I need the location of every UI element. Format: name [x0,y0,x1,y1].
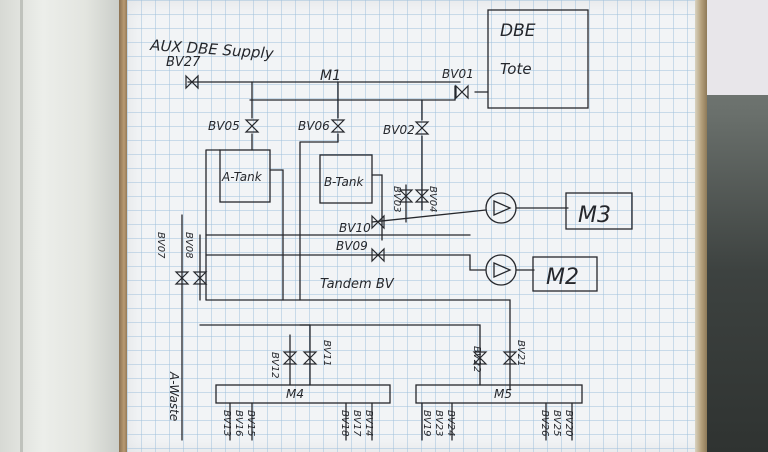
m4-label: M4 [286,387,304,401]
valve-bv09-symbol [371,247,385,263]
m4-valve-label: BV15 [245,410,256,436]
m5-valve-label: BV20 [563,410,574,436]
m4-valve-label: BV14 [363,410,374,436]
valve-bv27-symbol [185,74,199,90]
m5-valve-label: BV19 [421,410,432,436]
valve-bv01-symbol [455,84,469,100]
bv09-line [205,254,486,271]
pump-m2-arrow [493,262,512,278]
m3-label: M3 [578,203,611,228]
bv11-label: BV11 [321,340,332,366]
a-tank-box [219,149,271,203]
valve-bv03-symbol [398,189,414,203]
bv08-label: BV08 [183,232,194,258]
b-tank-box [319,154,373,204]
valve-bv21-symbol [502,351,518,365]
bv07-label: BV07 [155,232,166,259]
m4-valve-label: BV18 [339,410,350,436]
bv02-label: BV02 [383,123,415,137]
valve-bv22-symbol [472,351,488,365]
dbe-label: DBE [500,21,536,41]
m2-label: M2 [546,265,579,290]
a-tank-out [269,169,284,301]
background-desk [700,0,768,452]
background-card [704,0,768,95]
valve-bv10-symbol [371,214,385,230]
valve-bv02-symbol [414,121,430,135]
m2-box [532,256,598,292]
m5-valve-label: BV25 [551,410,562,436]
bv09-label: BV09 [336,239,368,253]
valve-bv07-symbol [174,271,190,285]
m1-return [249,85,456,101]
b-tank-label: B-Tank [324,175,365,189]
valve-bv06-symbol [330,119,346,133]
m1-line [187,81,489,93]
bv03-label: BV03 [391,186,402,212]
tote-label: Tote [500,60,532,78]
m5-valve-label: BV24 [445,410,456,436]
a-waste-label: A-Waste [167,371,181,421]
valve-bv05-symbol [244,119,260,133]
bv05-label: BV05 [208,119,240,133]
m5-label: M5 [494,387,512,401]
bv21-label: BV21 [515,340,526,366]
bv07-bv08-lines [181,214,201,441]
valve-bv12-symbol [282,351,298,365]
bv03-bv04-lines [405,184,423,223]
m5-valve-label: BV26 [539,410,550,436]
m4-manifold [215,384,391,404]
wall-edge [20,0,23,452]
m5-manifold [415,384,583,404]
bv06-label: BV06 [298,119,330,133]
board-edge [695,0,707,452]
dbe-tote-box [487,9,589,109]
b-tank-feed [299,141,339,301]
m4-valve-label: BV17 [351,410,362,437]
m4-valve-label: BV13 [221,410,232,436]
grid-lines [127,0,707,452]
bv22-label: BV22 [471,346,482,372]
bv22-line [299,324,481,386]
lower-distribution [205,299,511,391]
m5-outlets [421,402,573,441]
valve-symbols [174,74,518,365]
binder-edge [119,0,129,452]
grid-paper [127,0,707,452]
a-tank-label: A-Tank [221,170,263,184]
m3-feed-line [371,209,487,223]
valve-bv11-symbol [302,351,318,365]
b-tank-out [371,174,383,241]
bv27-label: BV27 [166,55,201,70]
bv10-label: BV10 [339,221,371,235]
m1-label: M1 [320,68,341,84]
valve-bv08-symbol [192,271,208,285]
m3-box [565,192,633,230]
background-wall [0,0,122,452]
tandem-label: Tandem BV [320,277,395,292]
bv12-label: BV12 [269,352,280,378]
m4-valve-label: BV16 [233,410,244,436]
bv04-label: BV04 [427,186,438,212]
valve-bv04-symbol [414,189,430,203]
m4-outlets [229,402,373,441]
a-tank-side [205,149,221,301]
bv01-label: BV01 [442,67,474,81]
pump-m3-arrow [493,200,512,216]
m5-valve-label: BV23 [433,410,444,436]
